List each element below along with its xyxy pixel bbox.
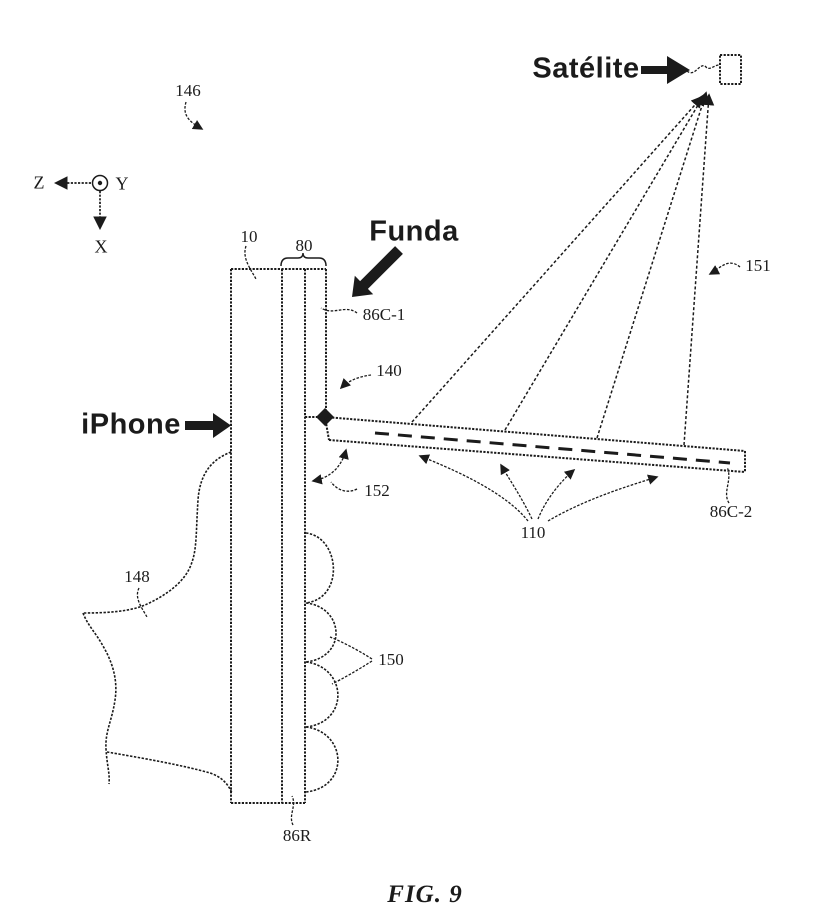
satellite-label: Satélite [532, 52, 640, 85]
wrist-left-outline [82, 612, 117, 785]
signal-rays [411, 91, 715, 446]
leader-86c1 [320, 307, 358, 314]
ref-86c2: 86C-2 [709, 502, 753, 521]
satellite-box [719, 54, 742, 85]
signal-ray-4 [683, 93, 715, 446]
ref-110: 110 [520, 523, 546, 542]
signal-ray-2 [504, 93, 705, 431]
leader-10 [244, 245, 257, 280]
axis-x-label: X [94, 236, 108, 257]
iphone-label: iPhone [81, 408, 181, 441]
satellite-pointer-arrow [641, 56, 690, 84]
ref-151: 151 [745, 256, 771, 275]
leader-140 [339, 374, 372, 390]
funda-label: Funda [369, 215, 459, 248]
finger-3 [305, 661, 339, 728]
axis-origin-dot [97, 180, 103, 186]
ref-150: 150 [378, 650, 404, 669]
finger-4 [305, 726, 339, 793]
ref-10: 10 [240, 227, 258, 246]
flap-top-edge [324, 416, 746, 452]
leader-110-1 [418, 454, 529, 522]
leader-110-3 [537, 468, 576, 520]
brace-80 [280, 252, 327, 267]
signal-ray-1 [411, 95, 704, 423]
finger-2 [305, 602, 337, 663]
ref-86c1: 86C-1 [362, 305, 406, 324]
axis-origin-icon [91, 174, 109, 192]
angle-arc-152 [311, 448, 349, 485]
axis-y-label: Y [115, 173, 129, 194]
leader-lines [136, 101, 741, 826]
axis-triad [53, 174, 109, 231]
flap-antenna-dashed-line [374, 431, 731, 465]
ref-148: 148 [124, 567, 150, 586]
iphone-pointer-arrow [185, 413, 231, 438]
leader-148 [136, 587, 148, 618]
phone-body-outline [230, 268, 327, 804]
leader-110-4 [547, 474, 659, 522]
leader-110-2 [500, 463, 533, 520]
satellite-pointer-squiggle [686, 64, 720, 74]
flap-bottom-edge [328, 439, 746, 473]
axis-z-label: Z [33, 172, 45, 193]
leader-150-upper [329, 636, 373, 660]
signal-ray-3 [596, 91, 709, 439]
finger-1 [305, 532, 335, 604]
flap-left-end [324, 416, 330, 441]
finger-bumps [305, 532, 339, 793]
leader-86c2 [725, 466, 730, 504]
leader-151 [708, 262, 741, 275]
funda-pointer-arrow [352, 246, 403, 297]
leader-152 [330, 481, 358, 492]
hand-outline [82, 451, 233, 794]
ref-140: 140 [376, 361, 402, 380]
hand-bottom-outline [106, 751, 233, 794]
leader-150-lower [331, 660, 373, 685]
leader-86r [290, 795, 295, 826]
ref-152: 152 [364, 481, 390, 500]
case-flap [324, 416, 746, 473]
figure-caption: FIG. 9 [387, 881, 463, 908]
ref-80: 80 [295, 236, 313, 255]
leader-146 [184, 101, 204, 130]
ref-146: 146 [175, 81, 201, 100]
thumb-outline [82, 451, 232, 614]
ref-86r: 86R [282, 826, 312, 845]
